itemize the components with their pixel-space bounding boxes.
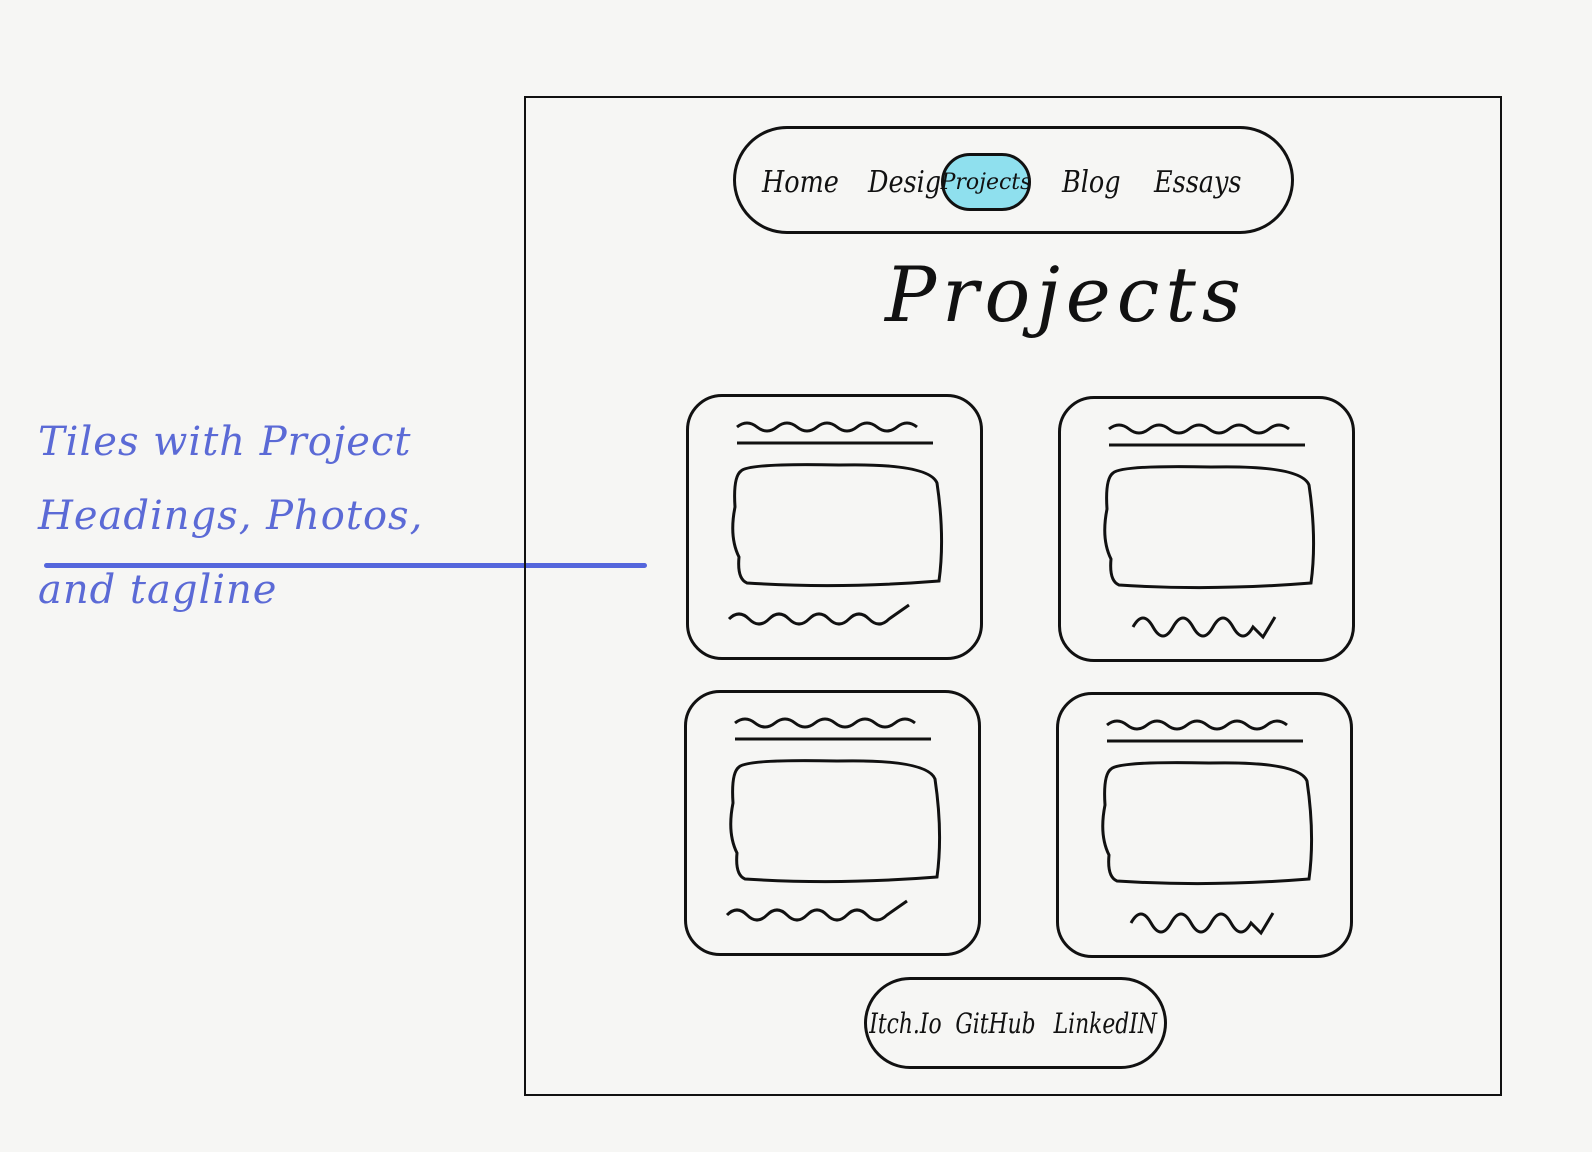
project-tile[interactable] (1058, 396, 1355, 662)
page-frame (524, 96, 1502, 1096)
nav-item-essays[interactable]: Essays (1154, 165, 1242, 200)
annotation-pointer-line (44, 563, 647, 568)
tile-photo-placeholder (1103, 465, 1316, 590)
nav-item-projects[interactable]: Projects (941, 153, 1031, 211)
project-tile[interactable] (1056, 692, 1353, 958)
page-title: Projects (885, 250, 1247, 339)
tile-tagline-squiggle (725, 899, 908, 922)
annotation-line-2: Headings, Photos, and tagline (38, 493, 424, 613)
tile-heading-squiggle (1106, 719, 1288, 731)
tile-sketch (1103, 423, 1316, 640)
footer-link-itchio[interactable]: Itch.Io (869, 1006, 942, 1040)
nav-item-home[interactable]: Home (762, 165, 839, 200)
tile-sketch (727, 421, 944, 626)
tile-sketch (725, 717, 942, 922)
tile-tagline-squiggle (1131, 616, 1277, 640)
annotation-line-1: Tiles with Project (38, 419, 412, 465)
tile-photo-placeholder (1101, 761, 1314, 886)
tile-photo-placeholder (731, 463, 944, 588)
tile-tagline-squiggle (1129, 912, 1275, 936)
tile-tagline-squiggle (727, 603, 910, 626)
nav-bar: Home Design Projects Blog Essays (733, 126, 1294, 234)
project-tile[interactable] (686, 394, 983, 660)
footer-link-linkedin[interactable]: LinkedIN (1053, 1006, 1158, 1040)
nav-item-blog[interactable]: Blog (1062, 165, 1121, 200)
tile-photo-placeholder (729, 759, 942, 884)
tile-heading-squiggle (736, 421, 918, 433)
tile-heading-squiggle (1108, 423, 1290, 435)
tile-sketch (1101, 719, 1314, 936)
project-tile[interactable] (684, 690, 981, 956)
footer-link-github[interactable]: GitHub (955, 1006, 1036, 1040)
tile-heading-squiggle (734, 717, 916, 729)
footer-links: Itch.Io GitHub LinkedIN (864, 977, 1167, 1069)
annotation-note: Tiles with Project Headings, Photos, and… (38, 405, 498, 627)
